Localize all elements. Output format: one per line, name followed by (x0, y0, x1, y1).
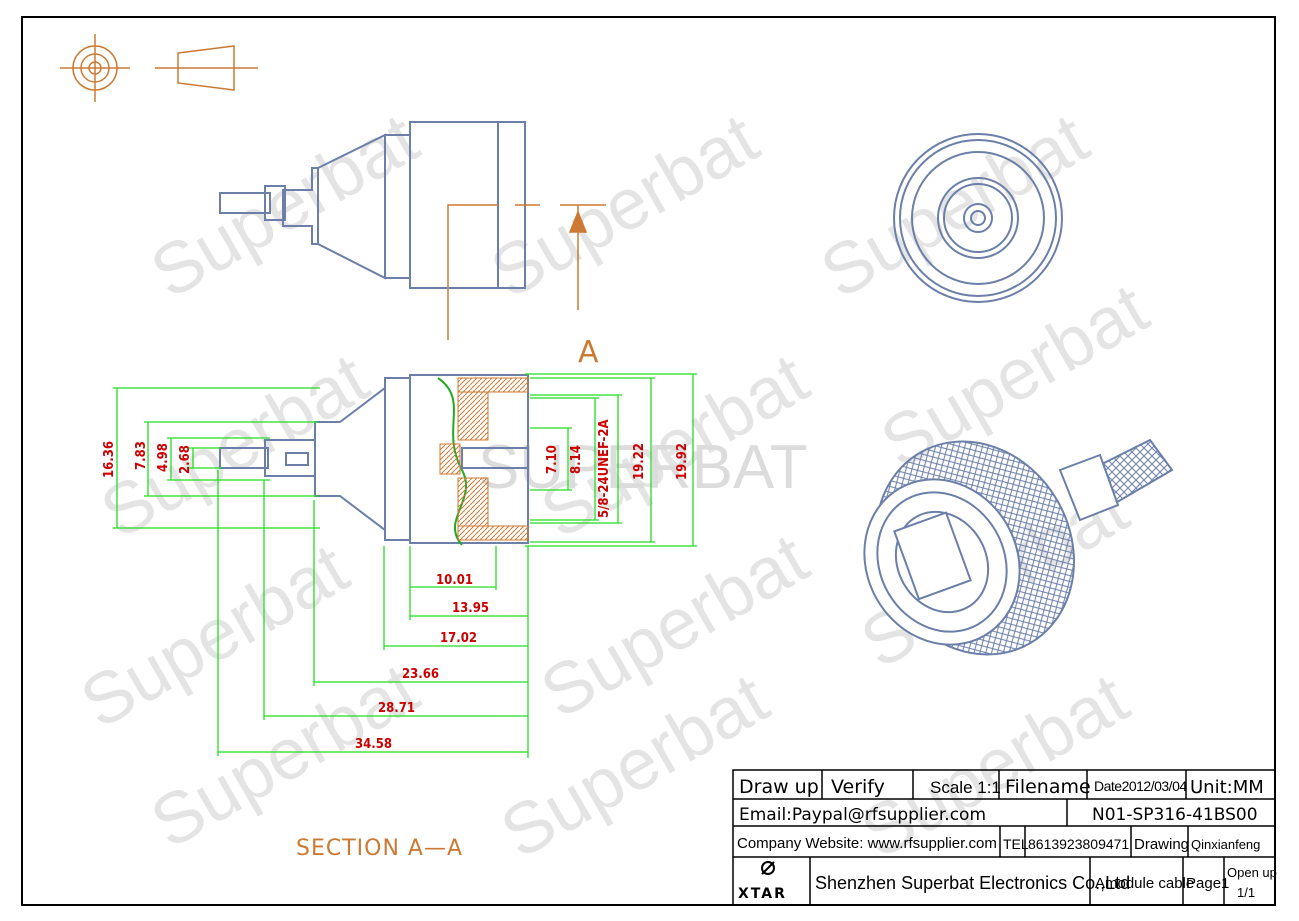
dim-7-10: 7.10 (545, 445, 560, 474)
section-marker (447, 204, 606, 340)
projection-symbol (60, 34, 258, 102)
section-hatching (439, 377, 529, 541)
dim-thread: 5/8-24UNEF-2A (597, 419, 612, 518)
dim-19-92: 19.92 (675, 443, 690, 480)
tb-drawer: Qinxianfeng (1191, 837, 1260, 852)
svg-text:Superbat: Superbat (478, 98, 771, 313)
section-label: A (578, 335, 599, 370)
tb-open-up-page: 1/1 (1237, 885, 1255, 900)
dim-2-68: 2.68 (178, 445, 193, 474)
tb-open-up: Open up (1227, 865, 1277, 880)
dim-17-02: 17.02 (440, 631, 477, 646)
dim-28-71: 28.71 (378, 701, 415, 716)
tb-tel: 8613923809471 (1028, 836, 1129, 852)
dim-7-83: 7.83 (134, 441, 149, 470)
tb-unit: Unit:MM (1190, 777, 1264, 798)
tb-scale: Scale 1:1 (930, 778, 1001, 797)
dim-23-66: 23.66 (402, 667, 439, 682)
section-title: SECTION A—A (296, 836, 463, 861)
connector-front-view (893, 133, 1063, 303)
sheet-border (21, 16, 1276, 906)
dim-34-58: 34.58 (355, 737, 392, 752)
svg-text:Superbat: Superbat (868, 268, 1161, 483)
tb-draw-up: Draw up (739, 776, 819, 798)
tb-date: Date2012/03/04 (1094, 778, 1187, 794)
tb-website: Company Website: www.rfsupplier.com (737, 835, 997, 852)
tb-email: Email:Paypal@rfsupplier.com (739, 805, 986, 825)
dim-16-36: 16.36 (102, 441, 117, 478)
svg-text:Superbat: Superbat (88, 338, 381, 553)
title-block (732, 769, 1276, 906)
dim-8-14: 8.14 (569, 445, 584, 474)
svg-text:Superbat: Superbat (808, 98, 1101, 313)
tb-cable: Amodule cable (1095, 875, 1194, 892)
dim-19-22: 19.22 (632, 443, 647, 480)
tb-filename: Filename (1005, 776, 1091, 798)
dim-13-95: 13.95 (452, 601, 489, 616)
tb-page: Page1 (1186, 875, 1229, 892)
dim-10-01: 10.01 (436, 573, 473, 588)
dim-4-98: 4.98 (156, 443, 171, 472)
dimension-lines (113, 373, 697, 758)
tb-part-no: N01-SP316-41BS00 (1092, 805, 1258, 825)
tb-tel-label: TEL (1003, 836, 1029, 852)
connector-section-view (219, 374, 529, 546)
xtar-logo-icon (761, 861, 775, 875)
tb-logo: XTAR (738, 886, 787, 902)
tb-drawing: Drawing (1134, 836, 1189, 853)
tb-company: Shenzhen Superbat Electronics Co.,Ltd (815, 873, 1130, 893)
connector-isometric-view (863, 438, 1174, 656)
tb-verify: Verify (831, 776, 885, 798)
dimension-labels: 16.36 7.83 4.98 2.68 7.10 8.14 5/8-24UNE… (102, 419, 690, 752)
